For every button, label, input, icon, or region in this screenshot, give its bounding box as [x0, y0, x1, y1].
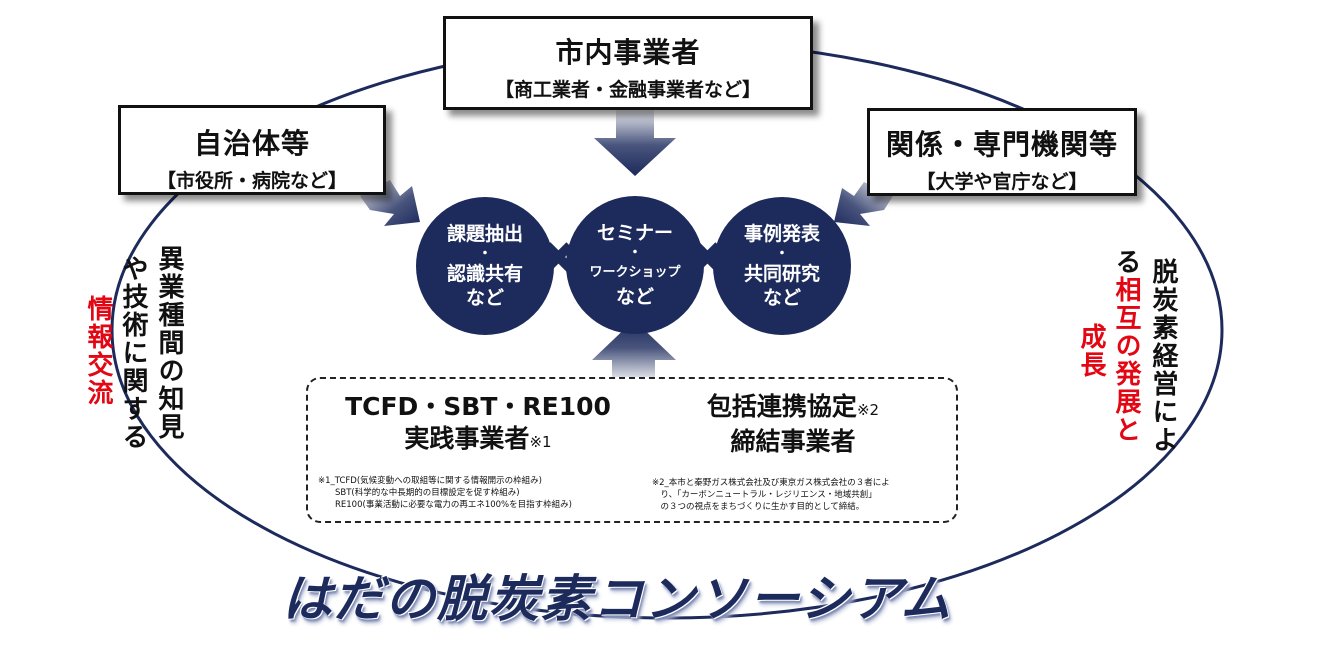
left-caption-line2: や技術に関する: [118, 255, 148, 451]
agreement-heading-text: 包括連携協定: [706, 392, 857, 421]
footnote-line: り、「カーボンニュートラル・レジリエンス・地域共創」: [652, 490, 877, 500]
specialist-institutions-box: 関係・専門機関等 【大学や官庁など】: [867, 108, 1137, 196]
footnote-line: RE100(事業活動に必要な電力の再エネ100%を目指す枠組み): [318, 500, 572, 510]
circle-line: など: [465, 287, 504, 309]
circle-dot: ・: [478, 246, 492, 262]
left-caption-line1: 異業種間の知見: [154, 245, 184, 441]
right-caption-line2: る相互の発展と: [1111, 248, 1141, 444]
circle-line: 共同研究: [743, 263, 820, 285]
right-caption-highlight: 相互の発展と: [1111, 276, 1141, 444]
tcfd-heading-line1: TCFD・SBT・RE100: [345, 392, 611, 421]
box-title: 自治体等: [193, 127, 310, 160]
agreement-heading: 包括連携協定※2 締結事業者: [638, 391, 948, 458]
circle-dot: ・: [775, 246, 789, 262]
circle-dot: ・: [628, 245, 642, 261]
arrow-down-icon: [594, 108, 676, 176]
box-subtitle: 【市役所・病院など】: [156, 170, 347, 192]
footnote-line: ※1_TCFD(気候変動への取組等に関する情報開示の枠組み): [318, 476, 542, 486]
footnote-line: SBT(科学的な中長期的の目標設定を促す枠組み): [318, 488, 520, 498]
footnote-line: ※2_本市と秦野ガス株式会社及び東京ガス株式会社の３者によ: [652, 478, 890, 488]
circle-line: 事例発表: [743, 223, 820, 245]
circle-line: 課題抽出: [446, 223, 523, 245]
tcfd-heading-line2: 実践事業者※1: [328, 423, 628, 458]
agreement-heading-line2: 締結事業者: [730, 427, 856, 456]
box-title: 関係・専門機関等: [885, 128, 1118, 161]
activity-circle-issues: 課題抽出 ・ 認識共有 など: [416, 197, 554, 335]
footnote-line: の３つの視点をまちづくりに生かす目的として締結。: [652, 502, 865, 512]
circle-line: など: [615, 286, 654, 308]
right-caption-line1: 脱炭素経営によ: [1148, 258, 1178, 454]
agreement-heading-line1: 包括連携協定※2: [638, 391, 948, 426]
circle-line: セミナー: [596, 222, 673, 244]
footnote-1: ※1_TCFD(気候変動への取組等に関する情報開示の枠組み) SBT(科学的な中…: [318, 475, 572, 511]
consortium-title: はだの脱炭素コンソーシアム: [282, 570, 953, 628]
right-caption-text: る: [1111, 248, 1141, 276]
arrow-up-icon: [592, 320, 676, 382]
activity-circle-seminar: セミナー ・ ワークショップ など: [566, 196, 704, 334]
box-subtitle: 【大学や官庁など】: [916, 171, 1088, 193]
box-subtitle: 【商工業者・金融事業者など】: [494, 79, 761, 101]
member-categories-panel: TCFD・SBT・RE100 実践事業者※1 包括連携協定※2 締結事業者 ※1…: [306, 377, 958, 523]
tcfd-heading: TCFD・SBT・RE100 実践事業者※1: [328, 391, 628, 458]
municipalities-box: 自治体等 【市役所・病院など】: [118, 105, 386, 195]
circle-line: 認識共有: [446, 263, 523, 285]
box-title: 市内事業者: [555, 36, 701, 69]
left-caption-highlight: 情報交流: [83, 295, 113, 407]
tcfd-heading-text: 実践事業者: [404, 424, 530, 453]
activity-circle-cases: 事例発表 ・ 共同研究 など: [713, 197, 851, 335]
note-marker: ※2: [856, 401, 880, 419]
city-businesses-box: 市内事業者 【商工業者・金融事業者など】: [443, 16, 813, 110]
note-marker: ※1: [529, 433, 552, 451]
circle-line: など: [762, 287, 801, 309]
circle-line: ワークショップ: [589, 265, 681, 280]
footnote-2: ※2_本市と秦野ガス株式会社及び東京ガス株式会社の３者によ り、「カーボンニュー…: [652, 477, 890, 513]
right-caption-line3: 成長: [1076, 323, 1106, 379]
